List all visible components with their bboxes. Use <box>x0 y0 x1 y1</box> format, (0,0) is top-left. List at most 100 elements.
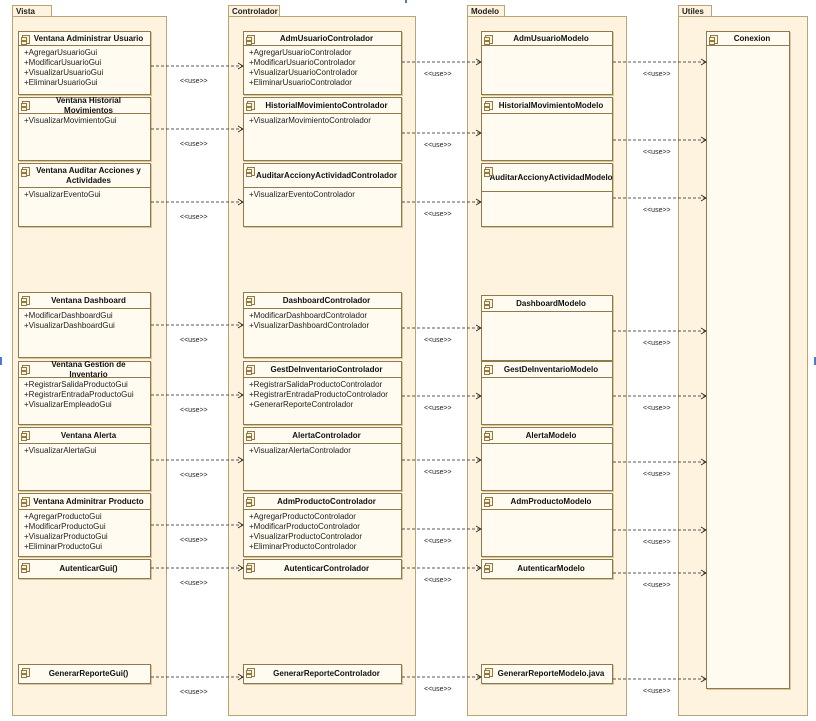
use-stereotype-label: <<use>> <box>643 149 671 156</box>
use-stereotype-label: <<use>> <box>180 337 208 344</box>
package-tab-vista[interactable]: Vista <box>12 5 52 16</box>
class-name: Ventana Alerta <box>60 430 117 440</box>
class-name: AutenticarControlador <box>283 564 370 573</box>
class-name: Ventana Adminitrar Producto <box>33 496 144 506</box>
controlador-class-1[interactable]: HistorialMovimientoControlador+Visualiza… <box>243 97 402 161</box>
modelo-class-5[interactable]: AlertaModelo <box>481 427 613 491</box>
top-edge-marker <box>405 0 407 3</box>
operation: +RegistrarSalidaProductoGui <box>24 380 128 389</box>
operation: +AgregarUsuarioControlador <box>249 48 352 57</box>
modelo-to-utiles-link-arrow <box>700 194 707 202</box>
class-name: Ventana Historial Movimientos <box>56 95 121 115</box>
left-edge-marker <box>0 357 2 365</box>
vista-to-controlador-link-arrow <box>237 521 244 529</box>
controlador-class-8[interactable]: GenerarReporteControlador <box>243 664 402 684</box>
class-header: AdmUsuarioModelo <box>482 32 612 46</box>
operation: +RegistrarEntradaProductoControlador <box>249 390 388 399</box>
modelo-to-utiles-link-arrow <box>700 327 707 335</box>
modelo-class-3[interactable]: DashboardModelo <box>481 295 613 361</box>
utiles-class-0[interactable]: Conexion <box>706 31 790 689</box>
component-icon <box>21 563 30 573</box>
component-icon <box>246 167 255 177</box>
operations-list: +AgregarProductoGui+ModificarProductoGui… <box>19 510 150 552</box>
use-stereotype-label: <<use>> <box>424 337 452 344</box>
vista-to-controlador-link-arrow <box>237 456 244 464</box>
operation: +EliminarUsuarioGui <box>24 78 98 87</box>
component-icon <box>246 668 255 678</box>
use-stereotype-label: <<use>> <box>424 405 452 412</box>
package-tab-utiles[interactable]: Utiles <box>678 5 712 16</box>
modelo-class-7[interactable]: AutenticarModelo <box>481 559 613 579</box>
modelo-class-6[interactable]: AdmProductoModelo <box>481 493 613 557</box>
modelo-class-2[interactable]: AuditarAccionyActividadModelo <box>481 163 613 227</box>
controlador-class-4[interactable]: GestDeInventarioControlador+RegistrarSal… <box>243 361 402 425</box>
modelo-class-4[interactable]: GestDeInventarioModelo <box>481 361 613 425</box>
class-name: GestDeInventarioModelo <box>503 364 599 374</box>
operation: +VisualizarAlertaControlador <box>249 446 351 455</box>
controlador-class-0[interactable]: AdmUsuarioControlador +AgregarUsuarioCont… <box>243 31 402 95</box>
modelo-to-utiles-link-arrow <box>700 569 707 577</box>
class-name: AuditarAccionyActividadControlador <box>256 170 397 180</box>
modelo-class-0[interactable]: AdmUsuarioModelo <box>481 31 613 95</box>
controlador-class-2[interactable]: AuditarAccionyActividadControlador +Visua… <box>243 163 402 227</box>
operation: +VisualizarDashboardControlador <box>249 321 370 330</box>
operations-list: +RegistrarSalidaProductoControlador+Regi… <box>244 378 401 410</box>
use-stereotype-label: <<use>> <box>424 577 452 584</box>
component-icon <box>484 563 493 573</box>
operation: +VisualizarEventoControlador <box>249 190 355 199</box>
class-header: GestDeInventarioControlador <box>244 362 401 378</box>
controlador-class-6[interactable]: AdmProductoControlador+AgregarProductoCo… <box>243 493 402 557</box>
vista-class-4[interactable]: Ventana Gestion de Inventario+RegistrarS… <box>18 360 151 425</box>
controlador-class-3[interactable]: DashboardControlador+ModificarDashboardC… <box>243 292 402 358</box>
use-stereotype-label: <<use>> <box>643 688 671 695</box>
modelo-class-1[interactable]: HistorialMovimientoModelo <box>481 97 613 161</box>
class-header: AdmUsuarioControlador <box>244 32 401 46</box>
operations-list: +ModificarDashboardControlador+Visualiza… <box>244 309 401 331</box>
use-stereotype-label: <<use>> <box>180 78 208 85</box>
vista-class-0[interactable]: Ventana Administrar Usuario+AgregarUsuar… <box>18 31 151 95</box>
vista-class-1[interactable]: Ventana Historial Movimientos+Visualizar… <box>18 95 151 161</box>
component-icon <box>21 296 30 306</box>
component-icon <box>246 101 255 111</box>
component-icon <box>484 497 493 507</box>
operation: +VisualizarEventoGui <box>24 190 101 199</box>
use-stereotype-label: <<use>> <box>643 340 671 347</box>
component-icon <box>246 35 255 45</box>
use-stereotype-label: <<use>> <box>180 580 208 587</box>
vista-class-2[interactable]: Ventana Auditar Acciones y Actividades+V… <box>18 163 151 227</box>
component-icon <box>21 101 30 111</box>
use-stereotype-label: <<use>> <box>180 689 208 696</box>
class-header: AlertaControlador <box>244 428 401 444</box>
vista-class-3[interactable]: Ventana Dashboard+ModificarDashboardGui+… <box>18 292 151 358</box>
package-tab-modelo[interactable]: Modelo <box>467 5 505 16</box>
operation: +RegistrarEntradaProductoGui <box>24 390 134 399</box>
modelo-to-utiles-link-arrow <box>700 58 707 66</box>
vista-class-6[interactable]: Ventana Adminitrar Producto +AgregarProdu… <box>18 493 151 557</box>
vista-class-8[interactable]: GenerarReporteGui() <box>18 664 151 684</box>
vista-class-5[interactable]: Ventana Alerta+VisualizarAlertaGui <box>18 427 151 491</box>
modelo-class-8[interactable]: GenerarReporteModelo.java <box>481 664 613 684</box>
operations-list: +RegistrarSalidaProductoGui+RegistrarEnt… <box>19 378 150 410</box>
class-header: AutenticarControlador <box>244 560 401 579</box>
operations-list: +VisualizarMovimientoControlador <box>244 114 401 126</box>
component-icon <box>484 35 493 45</box>
class-header: Ventana Administrar Usuario <box>19 32 150 46</box>
class-header: GenerarReporteControlador <box>244 665 401 684</box>
class-name: AlertaControlador <box>292 430 361 440</box>
component-icon <box>21 497 30 507</box>
component-icon <box>484 167 493 177</box>
vista-class-7[interactable]: AutenticarGui() <box>18 559 151 579</box>
class-name: GenerarReporteControlador <box>273 669 380 678</box>
vista-to-controlador-link-arrow <box>237 673 244 681</box>
package-tab-controlador[interactable]: Controlador <box>228 5 280 16</box>
use-stereotype-label: <<use>> <box>424 71 452 78</box>
controlador-class-5[interactable]: AlertaControlador +VisualizarAlertaContro… <box>243 427 402 491</box>
operation: +ModificarDashboardGui <box>24 311 113 320</box>
controlador-class-7[interactable]: AutenticarControlador <box>243 559 402 579</box>
class-header: Ventana Adminitrar Producto <box>19 494 150 510</box>
class-header: AutenticarModelo <box>482 560 612 579</box>
class-name: AuditarAccionyActividadModelo <box>489 172 613 182</box>
class-name: AutenticarModelo <box>517 564 585 573</box>
class-header: DashboardModelo <box>482 296 612 312</box>
